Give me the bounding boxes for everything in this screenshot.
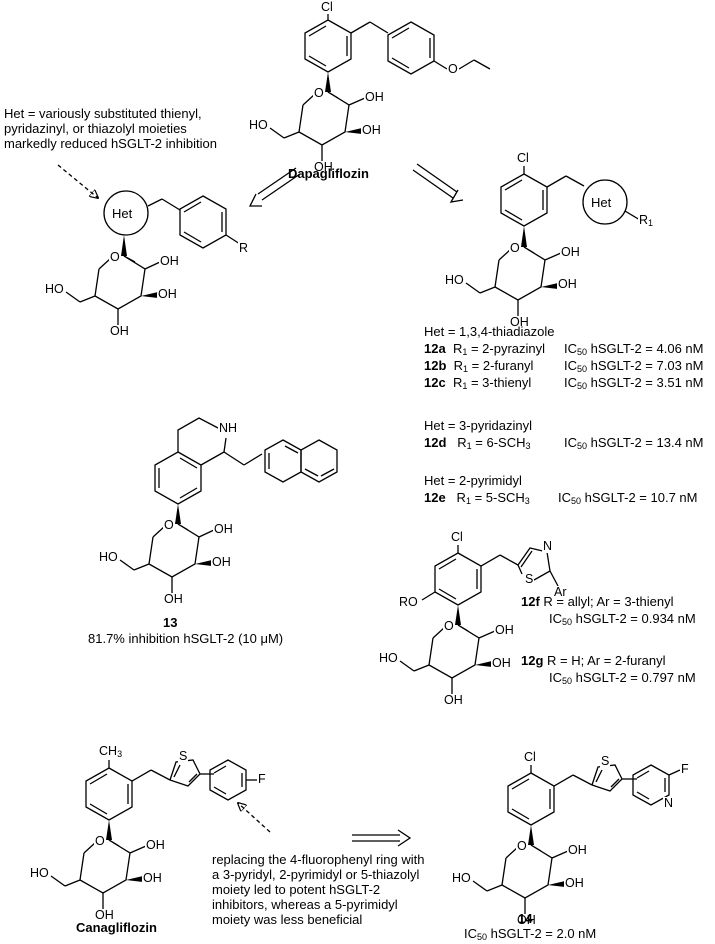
compound-14-structure [472,764,681,915]
row-12f: 12f R = allyl; Ar = 3-thienyl [521,594,674,609]
c14-oh3-label: OH [516,913,537,927]
c13-oh1-label: OH [213,522,234,536]
left-oh1-label: OH [159,254,180,268]
thz-n-label: N [542,539,554,553]
row-12d: 12d R1 = 6-SCH3 IC50 hSGLT-2 = 13.4 nM [424,435,704,451]
row-12g-ic50: IC50 hSGLT-2 = 0.797 nM [549,670,696,686]
right-ring-o-label: O [509,241,521,255]
cana-oh1-label: OH [145,838,166,852]
canagliflozin-name: Canagliflozin [76,920,157,935]
c13-ho-label: HO [98,550,119,564]
compound-14-ic50: IC50 hSGLT-2 = 2.0 nM [464,926,597,942]
c13-oh2-label: OH [211,555,232,569]
thz-ar-label: Ar [553,585,568,599]
open-arrow-cana-to-14 [352,829,412,847]
thz-oh3-label: OH [443,693,464,707]
c14-ring-o-label: O [516,839,528,853]
generic-left-structure [65,190,241,326]
left-het-label: Het [112,206,133,221]
c14-oh1-label: OH [567,843,588,857]
dashed-arrow-het [57,164,98,198]
c14-f-label: F [680,762,690,776]
row-12a: 12a R1 = 2-pyrazinyl IC50 hSGLT-2 = 4.06… [424,341,704,357]
het-note-line2: pyridazinyl, or thiazolyl moieties [4,121,187,136]
cana-f-label: F [257,772,267,786]
row-12g: 12g R = H; Ar = 2-furanyl [521,653,666,668]
dapa-oh3-label: OH [313,160,334,174]
right-oh2-label: OH [557,277,578,291]
c13-oh3-label: OH [163,592,184,606]
thiazole-compound-structure [399,545,559,695]
compound-13-structure [119,417,338,594]
dashed-arrow-cana [238,803,271,833]
right-het-label: Het [591,195,612,210]
thz-ro-label: RO [398,595,419,609]
left-oh2-label: OH [157,287,178,301]
compound-13-caption: 81.7% inhibition hSGLT-2 (10 μM) [88,631,284,646]
left-r-label: R [238,241,250,255]
cana-note-line2: a 3-pyridyl, 2-pyrimidyl or 5-thiazolyl [212,867,420,882]
thiadiazole-label: Het = 1,3,4-thiadiazole [424,324,555,339]
dapa-ether-o-label: O [447,62,459,76]
c14-n-label: N [663,796,675,810]
thz-ring-o-label: O [443,619,455,633]
cana-oh3-label: OH [94,908,115,922]
dapa-ring-o-label: O [313,86,325,100]
cana-ring-o-label: O [94,834,106,848]
c14-s-label: S [600,754,611,768]
open-arrow-left [248,167,301,207]
row-12b: 12b R1 = 2-furanyl IC50 hSGLT-2 = 7.03 n… [424,358,704,374]
dapa-oh1-label: OH [364,90,385,104]
thz-cl-label: Cl [450,530,464,544]
right-oh1-label: OH [560,245,581,259]
dapagliflozin-name: Dapagliflozin [288,166,369,181]
pyrimidyl-label: Het = 2-pyrimidyl [424,473,522,488]
row-12e: 12e R1 = 5-SCH3 IC50 hSGLT-2 = 10.7 nM [424,490,698,506]
open-arrow-right [412,163,464,203]
het-note-line3: markedly reduced hSGLT-2 inhibition [4,136,217,151]
canagliflozin-structure [50,759,258,910]
c13-ring-o-label: O [163,518,175,532]
cana-ho-label: HO [29,866,50,880]
thz-s-label: S [524,572,535,586]
left-oh3-label: OH [109,324,130,338]
cana-oh2-label: OH [142,871,163,885]
left-ho-label: HO [44,282,65,296]
c13-nh-label: NH [218,421,239,435]
cana-s-label: S [178,749,189,763]
dapa-ho-label: HO [248,118,269,132]
cana-note-line1: replacing the 4-fluorophenyl ring with [212,852,425,867]
c14-cl-label: Cl [523,750,537,764]
thz-oh1-label: OH [494,623,515,637]
cana-note-line4: inhibitors, whereas a 5-pyrimidyl [212,897,398,912]
right-oh3-label: OH [509,315,530,329]
row-12c: 12c R1 = 3-thienyl IC50 hSGLT-2 = 3.51 n… [424,375,704,391]
right-r1-label: R1 [638,213,655,228]
c14-ho-label: HO [451,871,472,885]
pyridazinyl-label: Het = 3-pyridazinyl [424,418,533,433]
cana-note-line3: moiety led to potent hSGLT-2 [212,882,381,897]
row-12f-ic50: IC50 hSGLT-2 = 0.934 nM [549,611,696,627]
generic-right-structure [465,166,641,317]
cana-ch3-label: CH3 [98,744,124,759]
dapa-cl-label: Cl [320,0,334,14]
dapa-oh2-label: OH [361,123,382,137]
c14-oh2-label: OH [564,876,585,890]
cana-note-line5: moiety was less beneficial [212,912,363,927]
thz-ho-label: HO [378,651,399,665]
right-cl-label: Cl [516,151,530,165]
left-ring-o-label: O [109,250,121,264]
het-note-line1: Het = variously substituted thienyl, [4,106,202,121]
thz-oh2-label: OH [491,656,512,670]
right-ho-label: HO [444,273,465,287]
dapagliflozin-structure [269,12,491,162]
compound-13-id: 13 [163,615,178,630]
compound-14-id: 14 [518,911,533,926]
